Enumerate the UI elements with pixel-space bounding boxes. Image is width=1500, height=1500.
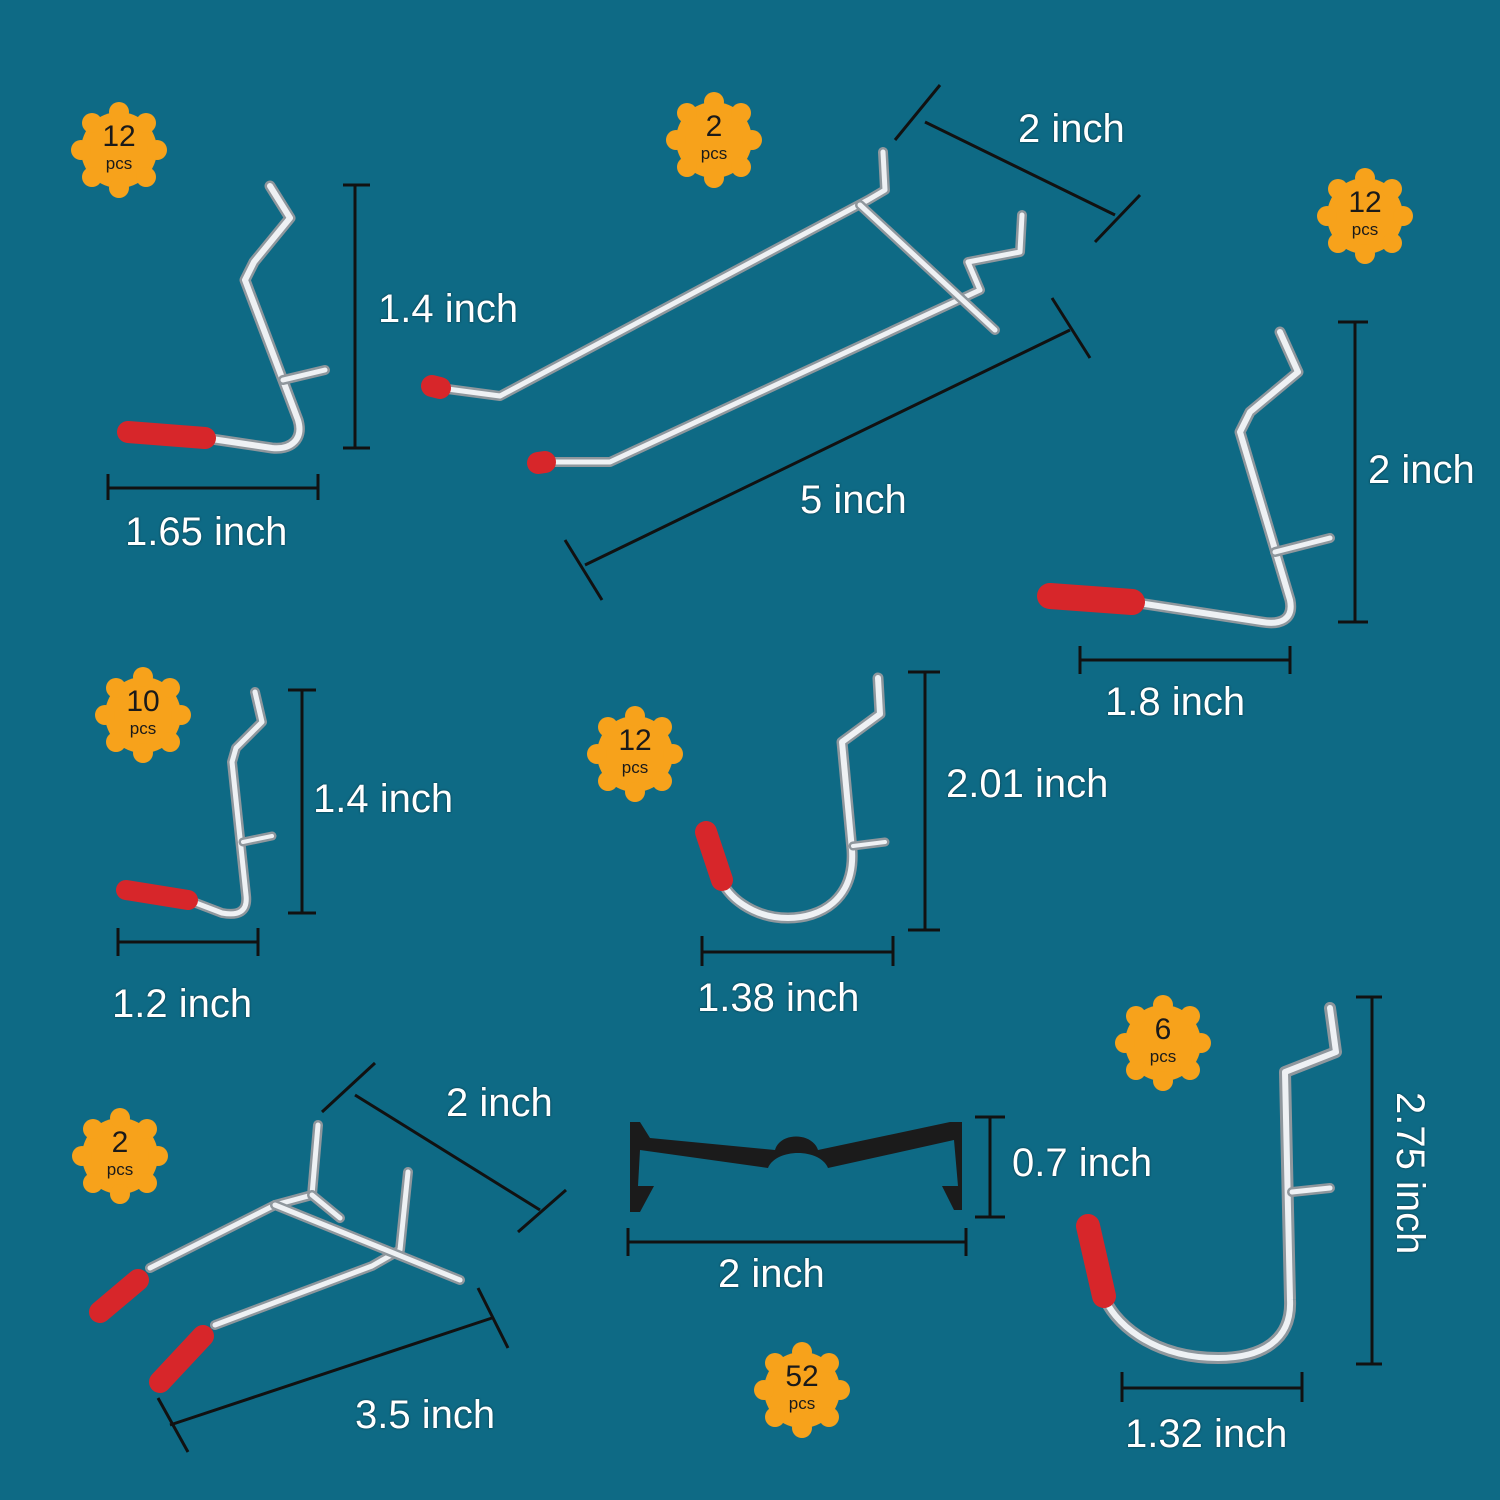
dimension-label-length: 5 inch [800,478,907,522]
badge-quantity: 12 [618,724,652,757]
dimension-label-height: 1.4 inch [378,287,519,331]
qty-badge-j-hook: 12 pcs [587,706,683,802]
badge-quantity: 10 [126,685,160,718]
qty-badge-mini-l-hook: 10 pcs [95,667,191,763]
locking-clip-shape [630,1122,962,1212]
dimension-label-width: 1.32 inch [1125,1412,1288,1456]
badge-unit: pcs [129,719,157,738]
dimension-label-width: 1.38 inch [697,976,860,1020]
badge-unit: pcs [1351,220,1379,239]
badge-quantity: 12 [102,120,136,153]
qty-badge-double-prong-hook-3-5in: 2 pcs [72,1108,168,1204]
badge-flower-icon [95,667,191,763]
badge-quantity: 52 [785,1360,819,1393]
badge-unit: pcs [106,1160,134,1179]
dimension-label-height: 2.75 inch [1388,1092,1432,1255]
badge-unit: pcs [700,144,728,163]
badge-flower-icon [666,92,762,188]
large-j-hook-wire [1076,1002,1342,1364]
dimension-label-height: 2 inch [1368,448,1475,492]
badge-flower-icon [587,706,683,802]
qty-badge-large-l-hook: 12 pcs [1317,168,1413,264]
dimension-label-width: 1.2 inch [112,982,253,1026]
badge-flower-icon [754,1342,850,1438]
small-l-hook-wire [117,180,330,454]
badge-quantity: 6 [1154,1013,1172,1046]
dimension-label-width: 2 inch [718,1252,825,1296]
dimension-label-width: 1.65 inch [125,510,288,554]
badge-quantity: 2 [111,1126,129,1159]
dimension-label-depth: 2 inch [446,1081,553,1125]
badge-unit: pcs [788,1394,816,1413]
qty-badge-large-j-hook: 6 pcs [1115,995,1211,1091]
qty-badge-locking-clip: 52 pcs [754,1342,850,1438]
double-prong-hook-3-5in-wire [89,1120,465,1393]
dimension-label-height: 0.7 inch [1012,1141,1153,1185]
dimension-label-width: 1.8 inch [1105,680,1246,724]
dimension-label-height: 1.4 inch [313,777,454,821]
dimension-lines [106,84,1382,1453]
badge-flower-icon [72,1108,168,1204]
large-l-hook-wire [1037,326,1335,629]
badge-quantity: 2 [705,110,723,143]
badge-flower-icon [1115,995,1211,1091]
pegboard-hooks [89,147,1342,1393]
mini-l-hook-wire [116,687,277,919]
j-hook-wire [695,672,890,924]
badge-unit: pcs [1149,1047,1177,1066]
qty-badge-small-l-hook: 12 pcs [71,102,167,198]
dimension-label-depth: 2 inch [1018,107,1125,151]
badge-flower-icon [1317,168,1413,264]
badge-unit: pcs [621,758,649,777]
badge-unit: pcs [105,154,133,173]
badge-quantity: 12 [1348,186,1382,219]
dimension-label-length: 3.5 inch [355,1393,496,1437]
dimension-label-height: 2.01 inch [946,762,1109,806]
double-prong-hook-5in-wire [421,147,1027,474]
badge-flower-icon [71,102,167,198]
qty-badge-double-prong-hook-5in: 2 pcs [666,92,762,188]
